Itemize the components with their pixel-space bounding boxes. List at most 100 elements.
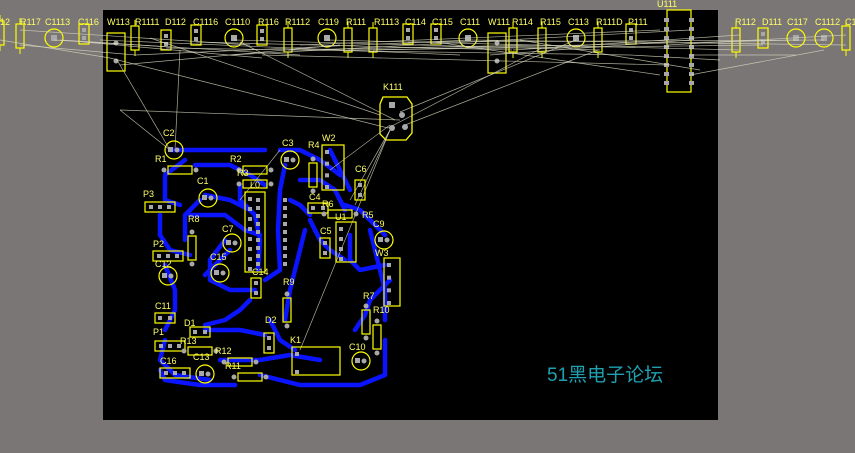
pad — [295, 352, 299, 356]
pad — [402, 124, 408, 130]
pad — [664, 45, 669, 49]
pad — [168, 273, 174, 279]
header-footprint — [144, 201, 176, 213]
pad — [355, 358, 360, 363]
smd-footprint — [250, 277, 262, 299]
pad — [173, 371, 177, 375]
top-row-label: C1113 — [45, 17, 70, 27]
copper-trace — [327, 147, 353, 193]
top-row-label: D112 — [165, 17, 186, 27]
component-outline — [321, 144, 345, 191]
top-row-label: W111 — [488, 17, 510, 27]
ratsnest-line — [119, 109, 401, 121]
pad — [256, 262, 260, 266]
pad — [664, 27, 669, 31]
capacitor-footprint — [351, 351, 371, 371]
ratsnest-line — [19, 29, 251, 46]
pad — [689, 81, 694, 85]
top-row-label: R114 — [512, 17, 533, 27]
pad — [268, 167, 274, 173]
top-row-label: R1113 — [374, 17, 399, 27]
ratsnest-line — [287, 44, 541, 51]
top-row-label: C114 — [405, 17, 426, 27]
pad — [149, 205, 153, 209]
pad — [113, 40, 119, 46]
ratsnest-line — [404, 49, 599, 126]
board-component-label: C2 — [163, 128, 175, 138]
top-row-label: C111 — [460, 17, 480, 27]
pad — [256, 246, 260, 250]
pad — [203, 330, 207, 334]
ratsnest-line — [174, 49, 181, 151]
pad — [374, 350, 380, 356]
pad — [236, 181, 242, 187]
board-component-label: R11 — [225, 361, 241, 371]
pad — [689, 45, 694, 49]
smd-footprint — [189, 326, 211, 338]
board-component-label: D1 — [184, 318, 196, 328]
capacitor-footprint — [44, 28, 64, 48]
pad — [323, 251, 327, 255]
pad — [248, 197, 252, 201]
pad — [159, 344, 163, 348]
ratsnest-line — [99, 39, 461, 56]
pad — [358, 183, 362, 187]
pad — [339, 237, 343, 241]
pad — [167, 205, 171, 209]
top-row-label: C116 — [78, 17, 99, 27]
capacitor-footprint — [210, 263, 230, 283]
pad — [232, 240, 238, 246]
board-component-label: P1 — [153, 327, 164, 337]
pad — [161, 167, 167, 173]
pad — [284, 323, 290, 329]
ratsnest-line — [399, 39, 577, 113]
capacitor-footprint — [222, 233, 242, 253]
pad — [378, 237, 383, 242]
board-component-label: C4 — [309, 192, 321, 202]
ratsnest-line — [519, 39, 701, 71]
ratsnest-line — [83, 41, 263, 59]
board-component-label: C16 — [160, 356, 177, 366]
board-component-label: R3 — [237, 168, 249, 178]
pad — [283, 206, 287, 210]
top-row-label: R111 — [346, 17, 366, 27]
pad — [283, 238, 287, 242]
pad — [325, 185, 329, 189]
board-component-label: K1 — [290, 335, 301, 345]
pad — [387, 301, 391, 305]
component-outline — [335, 221, 357, 263]
resistor-footprint — [327, 209, 353, 219]
resistor-footprint — [841, 25, 851, 51]
top-row-label: R1112 — [285, 17, 310, 27]
pad — [256, 254, 260, 258]
pad — [205, 371, 211, 377]
ratsnest-line — [666, 34, 847, 46]
pad — [267, 336, 271, 340]
ratsnest-line — [19, 44, 136, 56]
resistor-footprint — [187, 346, 213, 356]
pad — [82, 36, 86, 40]
ratsnest-line — [387, 47, 543, 129]
board-component-label: K111 — [383, 82, 403, 92]
top-row-label: C1112 — [815, 17, 840, 27]
pad — [689, 54, 694, 58]
capacitor-footprint — [195, 364, 215, 384]
board-component-label: C10 — [349, 342, 366, 352]
resistor-footprint — [15, 23, 25, 49]
board-component-label: C6 — [355, 164, 367, 174]
board-component-label: P2 — [153, 239, 164, 249]
copper-trace — [202, 297, 253, 328]
ratsnest-line — [59, 39, 301, 56]
pad — [260, 29, 264, 33]
board-component-label: R1 — [155, 154, 167, 164]
ratsnest-line — [239, 41, 396, 121]
copper-trace — [182, 197, 203, 243]
pad — [295, 370, 299, 374]
pad — [162, 273, 167, 278]
copper-trace — [157, 212, 193, 258]
ratsnest-line — [116, 59, 171, 151]
copper-trace — [277, 147, 343, 178]
pad — [387, 275, 391, 280]
top-row-label: C117 — [787, 17, 808, 27]
